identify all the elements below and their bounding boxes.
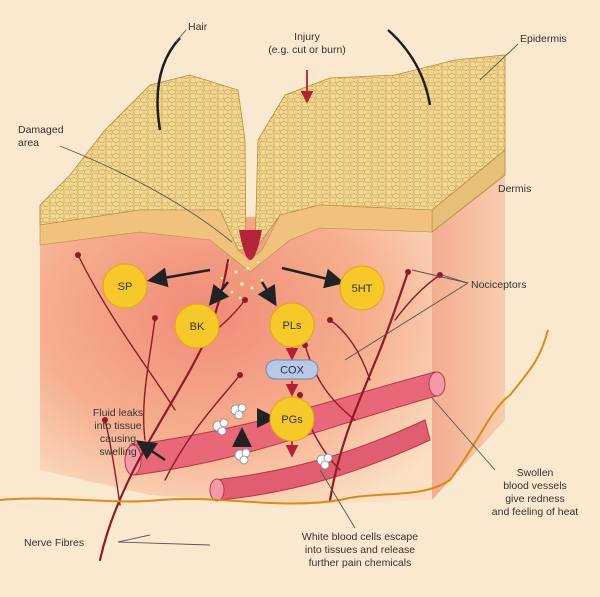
node-bk: BK: [174, 303, 220, 349]
label-hair: Hair: [188, 21, 208, 33]
svg-text:PGs: PGs: [281, 414, 303, 426]
hair-left: [156, 37, 181, 131]
node-pgs: PGs: [269, 396, 315, 442]
label-fluid-4: swelling: [99, 446, 137, 458]
label-damaged-area: area: [18, 137, 39, 149]
hair-right: [387, 29, 432, 106]
label-damaged: Damaged: [18, 124, 64, 136]
label-nerve-fibres: Nerve Fibres: [24, 537, 84, 549]
label-injury-example: (e.g. cut or burn): [268, 44, 346, 56]
white-blood-cell: [230, 403, 247, 420]
release-arrows: [135, 266, 345, 462]
node-cox: COX: [265, 359, 319, 380]
node-pls: PLs: [269, 302, 315, 348]
label-fluid-1: Fluid leaks: [93, 407, 143, 419]
label-white-2: into tissues and release: [305, 544, 415, 556]
white-blood-cell: [316, 453, 333, 470]
svg-text:5HT: 5HT: [352, 283, 373, 295]
leader-lines: [59, 29, 519, 546]
svg-text:BK: BK: [190, 321, 205, 333]
label-swollen-2: blood vessels: [503, 480, 567, 492]
labels: Hair Injury (e.g. cut or burn) Epidermis…: [18, 21, 578, 569]
white-blood-cell: [234, 448, 251, 465]
label-fluid-2: into tissue: [94, 420, 141, 432]
node-5ht: 5HT: [339, 265, 385, 311]
label-dermis: Dermis: [498, 183, 531, 195]
node-sp: SP: [102, 263, 148, 309]
label-fluid-3: causing: [100, 433, 136, 445]
white-blood-cells: [212, 403, 333, 470]
tissue-boundary: [0, 329, 549, 505]
label-swollen-1: Swollen: [517, 467, 554, 479]
label-nociceptors: Nociceptors: [471, 279, 526, 291]
label-swollen-3: give redness: [505, 493, 565, 505]
svg-text:SP: SP: [118, 281, 133, 293]
label-white-3: further pain chemicals: [309, 557, 412, 569]
label-white-1: White blood cells escape: [302, 531, 418, 543]
cascade-arrows: [285, 70, 314, 458]
label-epidermis: Epidermis: [520, 33, 567, 45]
epidermis-layer: [39, 54, 506, 273]
label-injury: Injury: [294, 31, 320, 43]
svg-text:PLs: PLs: [283, 320, 302, 332]
white-blood-cell: [212, 418, 229, 436]
label-swollen-4: and feeling of heat: [492, 506, 578, 518]
svg-text:COX: COX: [280, 365, 305, 377]
